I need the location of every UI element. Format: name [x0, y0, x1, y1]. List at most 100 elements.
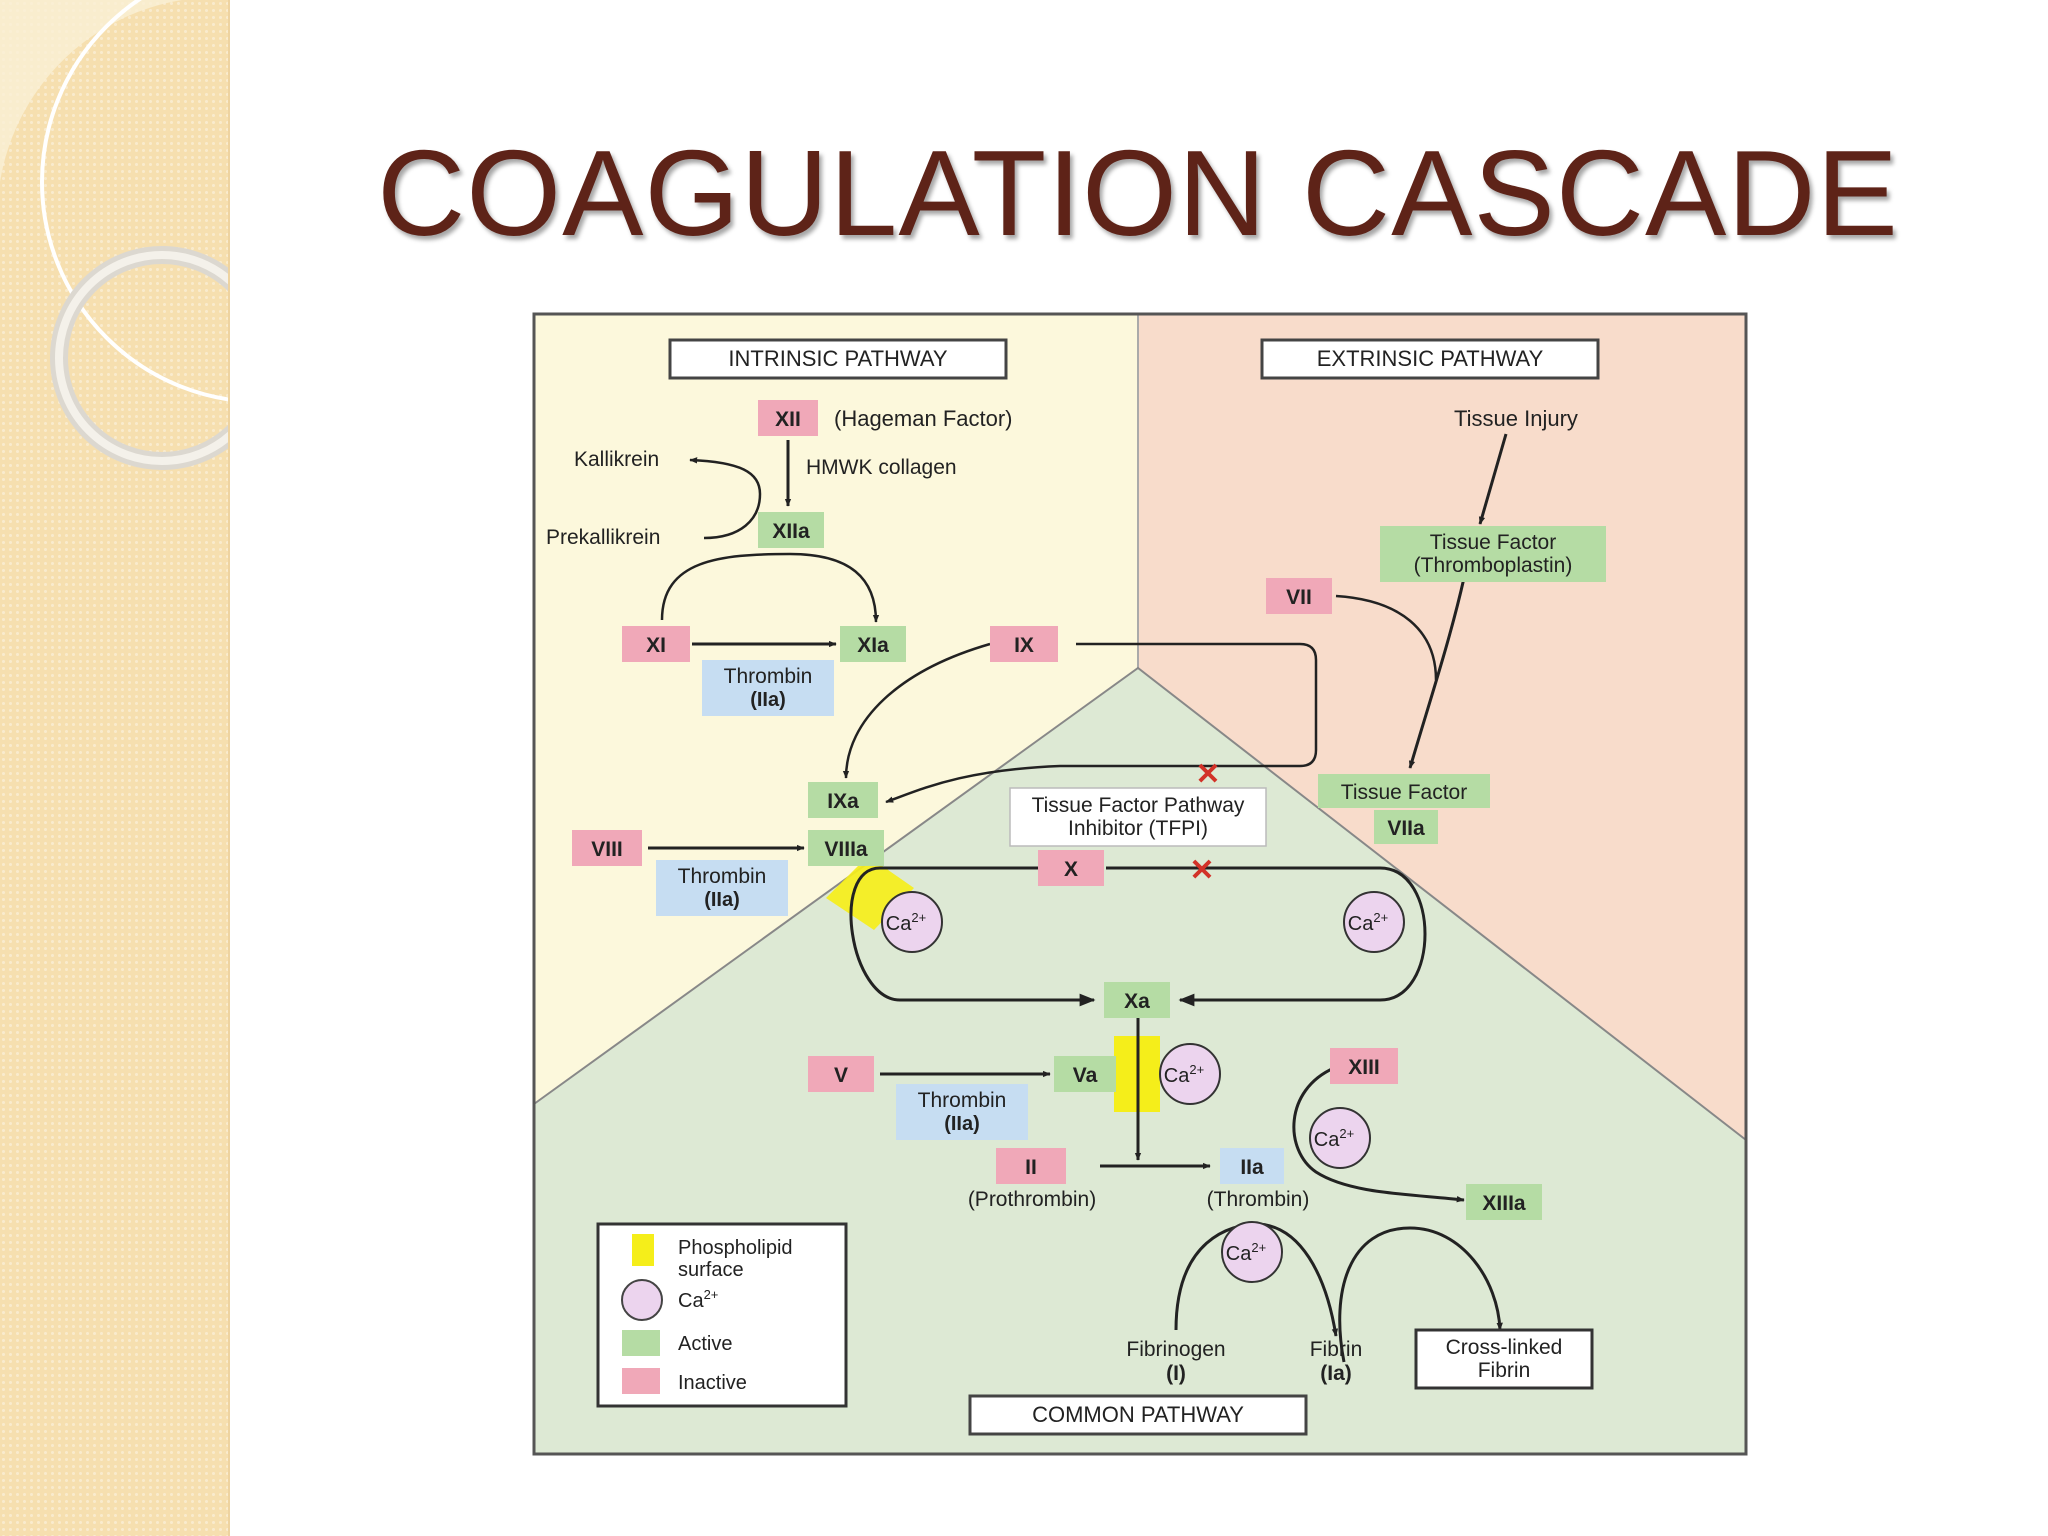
fibrin-label-b: (Ia) — [1320, 1362, 1352, 1385]
arrow-xiii-to-xiiia — [1292, 1066, 1465, 1203]
thrombin-box-1 — [702, 660, 834, 716]
tissue-injury-label: Tissue Injury — [1454, 406, 1578, 431]
legend-phospholipid-label: Phospholipid — [678, 1237, 793, 1259]
arrow-ix-via-tissue-factor — [885, 642, 1318, 804]
calcium-ion-4 — [1309, 1107, 1371, 1169]
decorative-sidebar — [0, 0, 230, 1536]
factor-viiia-label: VIIIa — [824, 838, 868, 861]
factor-xiia-label: XIIa — [772, 520, 810, 543]
thrombin-box-3 — [896, 1084, 1028, 1140]
decorative-rings — [0, 0, 228, 470]
tissue-factor-box — [1380, 526, 1606, 582]
arrow-xiia-activates-xi — [660, 552, 880, 623]
thromboplastin-label: (Thromboplastin) — [1414, 554, 1573, 577]
corner-highlight — [0, 0, 182, 182]
factor-va-box — [1054, 1056, 1116, 1092]
arrow-tissue-factor-to-complex — [1408, 577, 1466, 769]
extrinsic-pathway-label: EXTRINSIC PATHWAY — [1317, 346, 1544, 371]
factor-iia-label: IIa — [1240, 1156, 1264, 1179]
outer-ring — [40, 0, 228, 402]
legend-surface-label: surface — [678, 1259, 744, 1281]
tfpi-box — [1009, 787, 1267, 847]
arrow-intrinsic-tenase-to-xa — [849, 866, 1096, 1007]
arrow-extrinsic-tenase-to-xa — [1106, 866, 1427, 1007]
common-pathway-label: COMMON PATHWAY — [1032, 1402, 1244, 1427]
factor-xiia-box — [758, 512, 824, 548]
common-pathway-header — [968, 1394, 1308, 1436]
factor-viii-label: VIII — [591, 838, 623, 861]
prothrombin-label: (Prothrombin) — [968, 1188, 1096, 1211]
hageman-factor-label: (Hageman Factor) — [834, 406, 1013, 431]
diagram-frame — [532, 312, 1748, 1456]
thrombin-label-1: Thrombin — [724, 665, 813, 688]
legend-calcium-swatch — [621, 1279, 663, 1321]
factor-xiiia-label: XIIIa — [1482, 1192, 1526, 1215]
factor-ii-box — [996, 1148, 1066, 1184]
extrinsic-pathway-header — [1260, 338, 1600, 380]
factor-iia-box — [1220, 1148, 1284, 1184]
tissue-factor-2-label: Tissue Factor — [1341, 781, 1467, 804]
calcium-ion-2 — [1343, 891, 1405, 953]
calcium-label-4: Ca2+ — [1314, 1126, 1354, 1151]
factor-xii-box — [758, 400, 818, 436]
factor-vii-box — [1266, 578, 1332, 614]
factor-xa-box — [1104, 982, 1170, 1018]
tissue-factor-label: Tissue Factor — [1430, 531, 1556, 554]
kallikrein-label: Kallikrein — [574, 448, 659, 471]
extrinsic-region — [1138, 314, 1746, 1140]
thrombin-paren-label: (Thrombin) — [1207, 1188, 1310, 1211]
calcium-label-2: Ca2+ — [1348, 910, 1388, 935]
crosslinked-label-b: Fibrin — [1478, 1359, 1531, 1382]
arrow-prekallikrein-to-kallikrein — [689, 457, 762, 540]
legend-inactive-label: Inactive — [678, 1372, 747, 1394]
legend-calcium-label: Ca2+ — [678, 1287, 718, 1312]
factor-x-box — [1038, 850, 1104, 886]
factor-xia-box — [840, 626, 906, 662]
thrombin-label-2: Thrombin — [678, 865, 767, 888]
thrombin-label-1b: (IIa) — [750, 689, 786, 711]
thrombin-label-3: Thrombin — [918, 1089, 1007, 1112]
factor-v-box — [808, 1056, 874, 1092]
crosslinked-label: Cross-linked — [1446, 1336, 1563, 1359]
crosslinked-fibrin-box — [1414, 1328, 1594, 1390]
arrow-vii-join — [1335, 594, 1438, 681]
factor-viia-box — [1374, 810, 1438, 844]
thrombin-box-2 — [656, 860, 788, 916]
factor-ixa-label: IXa — [827, 790, 859, 813]
arrow-injury-to-tissue-factor — [1478, 433, 1508, 525]
inner-ring-highlight — [55, 251, 228, 465]
thrombin-label-3b: (IIa) — [944, 1113, 980, 1135]
arrow-ix-to-ixa — [842, 642, 991, 779]
factor-xia-label: XIa — [857, 634, 889, 657]
factor-viii-box — [572, 830, 642, 866]
calcium-ion-5 — [1221, 1221, 1283, 1283]
factor-ixa-box — [808, 782, 878, 818]
tfpi-label-b: Inhibitor (TFPI) — [1068, 817, 1208, 840]
fibrin-label: Fibrin — [1310, 1338, 1363, 1361]
factor-xiii-label: XIII — [1348, 1056, 1380, 1079]
fibrinogen-label-b: (I) — [1166, 1362, 1186, 1385]
legend-active-label: Active — [678, 1333, 732, 1355]
tissue-factor-2-box — [1318, 774, 1490, 808]
factor-xii-label: XII — [775, 408, 801, 431]
inhibition-mark-ix: ✕ — [1195, 758, 1220, 791]
calcium-ion-1 — [881, 891, 943, 953]
calcium-ion-3 — [1159, 1043, 1221, 1105]
factor-xi-label: XI — [646, 634, 666, 657]
factor-vii-label: VII — [1286, 586, 1312, 609]
inhibition-mark-x: ✕ — [1189, 854, 1214, 887]
intrinsic-pathway-header — [668, 338, 1008, 380]
intrinsic-pathway-label: INTRINSIC PATHWAY — [728, 346, 948, 371]
calcium-label-3: Ca2+ — [1164, 1062, 1204, 1087]
fibrinogen-label: Fibrinogen — [1126, 1338, 1225, 1361]
factor-xa-label: Xa — [1124, 990, 1150, 1013]
hmwk-collagen-label: HMWK collagen — [806, 456, 957, 479]
divider-line — [533, 666, 1747, 1141]
factor-x-label: X — [1064, 858, 1078, 881]
thrombin-label-2b: (IIa) — [704, 889, 740, 911]
factor-ix-box — [990, 626, 1058, 662]
factor-xiiia-box — [1466, 1184, 1542, 1220]
factor-xi-box — [622, 626, 690, 662]
legend-active-swatch — [622, 1330, 660, 1356]
